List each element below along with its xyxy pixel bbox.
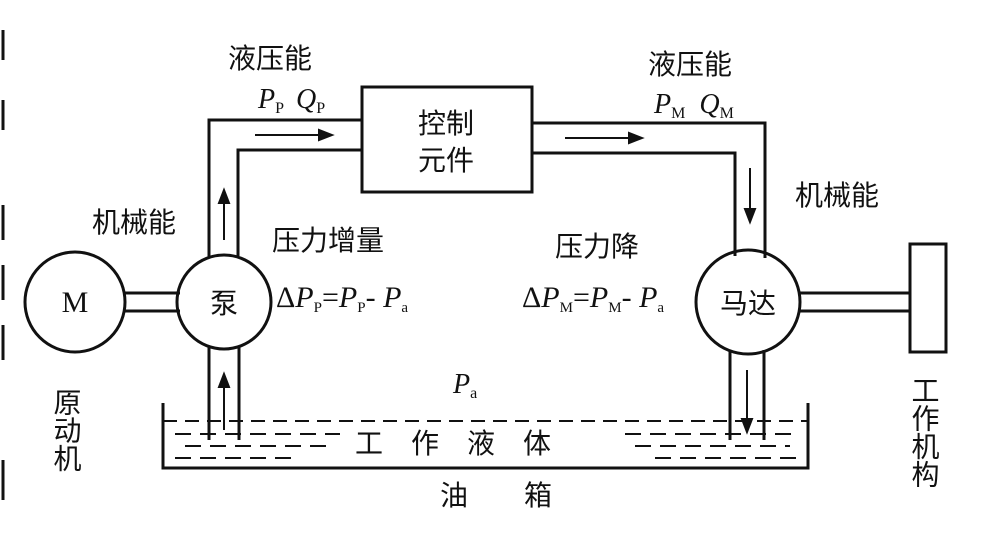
tank-liquid-dashes [175, 433, 800, 459]
tank-name-label: 油 箱 [440, 479, 552, 512]
label-mechanical-energy-right: 机械能 [795, 179, 879, 212]
motor-label: 马达 [720, 287, 776, 320]
pump-suction-pipe [207, 346, 241, 440]
input-shaft [125, 291, 180, 313]
motor-return-pipe [728, 350, 766, 440]
flow-arrow-down-return [740, 370, 754, 435]
pump-pressure-formula: ΔPP=PP- Pa [276, 281, 408, 316]
tank-pressure-symbol: Pa [452, 369, 477, 402]
flow-arrow-right-outlet [255, 128, 335, 142]
motor-inlet-pipe [532, 121, 767, 258]
flow-arrow-up-suction [217, 371, 231, 430]
output-shaft [800, 291, 910, 313]
label-pressure-increase: 压力增量 [272, 224, 384, 257]
pump-circle [175, 253, 273, 351]
tank-liquid-label: 工 作 液 体 [355, 427, 551, 460]
motor-pressure-formula: ΔPM=PM- Pa [522, 281, 664, 316]
oil-tank [161, 403, 810, 470]
prime-mover-name: 原动机 [50, 388, 83, 472]
flow-arrow-up-outlet [217, 187, 231, 240]
motor-circle [694, 248, 802, 356]
control-element-box [360, 85, 534, 194]
control-element-line2: 元件 [418, 144, 474, 177]
prime-mover-symbol: M [62, 286, 89, 319]
label-hydraulic-energy-left: 液压能 [228, 42, 312, 75]
work-mechanism-name: 工作机构 [908, 376, 941, 488]
label-hydraulic-energy-right: 液压能 [648, 48, 732, 81]
control-element-line1: 控制 [418, 107, 474, 140]
label-pressure-drop: 压力降 [555, 230, 639, 263]
prime-mover-circle [23, 250, 127, 354]
pump-outlet-pipe [207, 118, 362, 258]
flow-arrow-right-inlet [565, 131, 645, 145]
flow-arrow-down-inlet [743, 168, 757, 225]
pump-label: 泵 [210, 287, 238, 320]
label-mechanical-energy-left: 机械能 [92, 206, 176, 239]
work-mechanism-box [908, 242, 948, 354]
